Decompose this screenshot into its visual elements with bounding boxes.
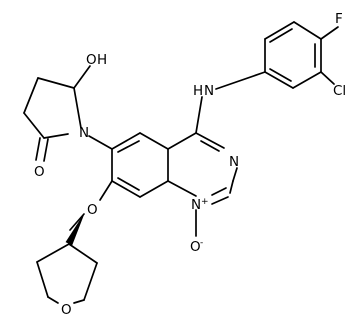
c-oh-bond [73, 65, 91, 89]
c-o-keto-bond [35, 137, 41, 161]
atom-o-thf: O [61, 302, 72, 318]
c-o-keto-bond-2 [43, 138, 49, 162]
tetrahydrofuran-ring [36, 243, 98, 301]
atom-cl: Cl [333, 83, 346, 99]
atom-n3: N [229, 154, 239, 170]
atom-n1-charge: + [201, 197, 209, 207]
atom-n-amine: N [204, 83, 214, 99]
atom-n1: N [191, 197, 201, 213]
thf-o-bond-right [73, 299, 85, 304]
n-aryl-bond [215, 71, 266, 90]
c-cl-bond [320, 71, 335, 85]
atom-o-ether: O [87, 202, 98, 218]
stereo-wedge [65, 213, 85, 246]
n-quinazoline-bond [195, 96, 203, 134]
c-o-ether-bond [99, 180, 113, 201]
thf-o-bond-left [47, 296, 59, 304]
atom-f: F [335, 11, 343, 27]
atom-o-keto: O [34, 164, 45, 180]
n-lactam-aryl-bond [88, 135, 113, 150]
phenyl-ring [264, 21, 322, 89]
benzo-ring [111, 132, 169, 198]
atom-h-amine: H [193, 83, 203, 99]
c-f-bond [320, 26, 339, 40]
atom-n-lactam: N [79, 125, 89, 141]
pyrrolidinone-ring [23, 77, 82, 139]
o-thf-bond [69, 213, 85, 231]
atom-o-minus-charge: - [200, 238, 203, 248]
pyrimidine-ring [167, 132, 238, 205]
atom-o-minus: O [190, 239, 201, 255]
atom-o-hydroxyl: O [86, 52, 97, 68]
atom-h-hydroxyl: H [97, 52, 107, 68]
